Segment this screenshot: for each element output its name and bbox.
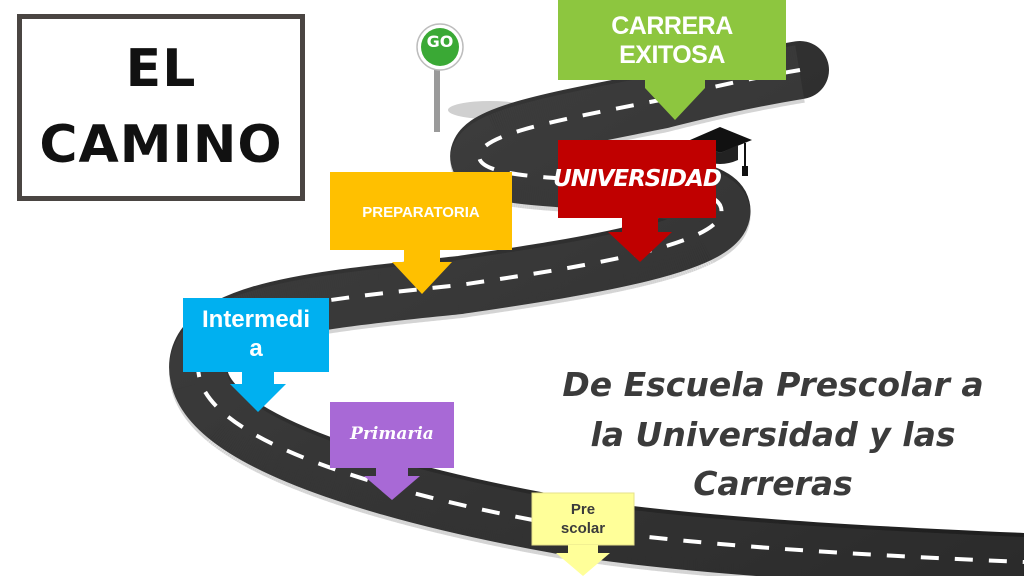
title-line-2: CAMINO [39, 114, 283, 175]
stage-primaria-marker [330, 402, 454, 500]
stage-preparatoria-label: PREPARATORIA [362, 203, 480, 221]
stage-preparatoria-marker [330, 172, 512, 294]
stage-primaria-label: Primaria [350, 424, 434, 444]
title-box: EL CAMINO [17, 14, 305, 201]
subtitle-line-2: la Universidad y las [590, 414, 956, 454]
stage-intermedia-label: Intermedi a [201, 306, 311, 362]
go-sign-face [421, 28, 459, 66]
stage-prescolar-marker [531, 492, 635, 576]
stage-universidad-marker [558, 140, 716, 262]
stage-universidad-label: UNIVERSIDAD [553, 166, 722, 192]
subtitle-line-3: Carreras [693, 464, 853, 503]
stage-carrera-exitosa-label: CARRERA EXITOSA [611, 12, 733, 69]
stage-intermedia-marker [183, 298, 329, 412]
sign-pole [434, 62, 440, 132]
title-line-1: EL [125, 39, 197, 100]
go-sign-label: GO [426, 32, 454, 51]
subtitle-line-1: De Escuela Prescolar a [562, 365, 984, 404]
stage-prescolar-label: Pre scolar [560, 500, 606, 538]
subtitle: De Escuela Prescolar a la Universidad y … [548, 360, 998, 509]
stage-carrera-exitosa-marker [558, 0, 786, 120]
